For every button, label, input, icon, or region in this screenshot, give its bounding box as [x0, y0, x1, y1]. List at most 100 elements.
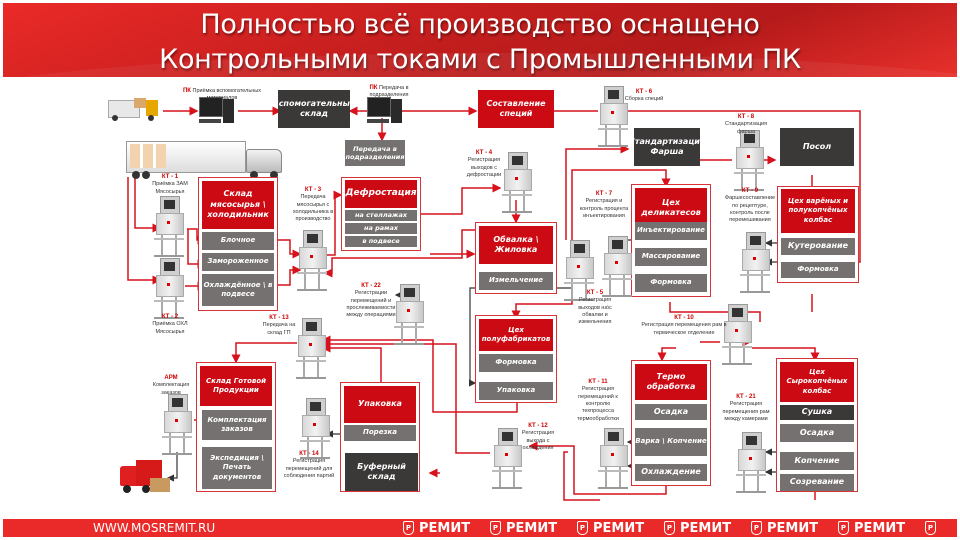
brand-text: РЕМИТ — [593, 520, 645, 536]
kt22-terminal-icon[interactable] — [392, 284, 426, 346]
defrost-box[interactable]: Дефростация — [345, 180, 417, 208]
kt5-terminal-icon[interactable] — [562, 240, 596, 302]
line-deboning-kt3 — [323, 229, 478, 278]
forming-delicacies-box[interactable]: Формовка — [635, 274, 707, 292]
kt9-text: Фаршесоставление по рецептуре, контроль … — [724, 195, 776, 224]
kt13-text: Передача на склад ГП — [262, 322, 296, 336]
chilled-box[interactable]: Охлаждённое \ в подвесе — [202, 274, 274, 306]
kt11-text: Регистрация перемещений к контролю техпр… — [577, 386, 619, 422]
finished-goods-box[interactable]: Склад Готовой Продукции — [200, 366, 272, 406]
pk2-label: ПК Передача в подразделения — [358, 84, 420, 100]
kt7-terminal-icon[interactable] — [600, 236, 634, 298]
line-cooling-kt12 — [528, 441, 667, 495]
delicacies-box[interactable]: Цех деликатесов — [635, 188, 707, 228]
header-banner: Полностью всё производство оснащено Конт… — [3, 3, 957, 77]
on-frames-box[interactable]: на рамах — [345, 223, 417, 234]
kt11-tag: КТ - 11 — [588, 379, 608, 385]
kt1-text: Приёмка ЗАМ Мясосырья — [152, 181, 188, 195]
settling-thermo-box[interactable]: Осадка — [635, 404, 707, 420]
kt14-tag: КТ - 14 — [299, 451, 319, 457]
kt6-tag: КТ - 6 — [635, 89, 653, 95]
raw-smoked-shop-box[interactable]: Цех Сырокопчёных колбас — [780, 362, 854, 402]
kt14-terminal-icon[interactable] — [298, 398, 332, 460]
drying-box[interactable]: Сушка — [780, 405, 854, 420]
kt13-terminal-icon[interactable] — [294, 318, 328, 380]
standardization-box[interactable]: Стандартизация Фарша — [629, 128, 705, 166]
kt6-terminal-icon[interactable] — [596, 86, 630, 148]
kt3-text: Передача мясосырья с холодильника в прои… — [292, 194, 334, 223]
thermo-box[interactable]: Термо обработка — [635, 364, 707, 400]
shield-icon: Р — [577, 521, 588, 535]
semi-products-box[interactable]: Цех полуфабрикатов — [479, 319, 553, 351]
dispatch-box[interactable]: Экспедиция \ Печать документов — [202, 447, 272, 489]
transfer-units-box[interactable]: Передача в подразделения — [345, 140, 405, 166]
kt21-terminal-icon[interactable] — [734, 432, 768, 494]
on-racks-box[interactable]: на стеллажах — [345, 210, 417, 221]
deboning-box[interactable]: Обвалка \ Жиловка — [479, 226, 553, 264]
kt12-tag: КТ - 12 — [528, 423, 548, 429]
line-kt12-kt13 — [321, 339, 490, 454]
kt9-terminal-icon[interactable] — [738, 232, 772, 294]
kt10-terminal-icon[interactable] — [720, 304, 754, 366]
pk1-tag: ПК — [182, 88, 191, 94]
brand-text: РЕМИТ — [854, 520, 906, 536]
slicing-box[interactable]: Порезка — [344, 425, 416, 441]
arm-terminal-icon[interactable] — [160, 394, 194, 456]
kt12-terminal-icon[interactable] — [490, 428, 524, 490]
aux-warehouse-box[interactable]: Вспомогательный склад — [273, 90, 355, 128]
kt21-tag: КТ - 21 — [736, 394, 756, 400]
kt1-terminal-icon[interactable] — [152, 196, 186, 258]
line-kt5-del — [571, 169, 671, 240]
cooking-smoking-box[interactable]: Варка \ Копчение — [635, 428, 707, 456]
order-picking-box[interactable]: Комплектация заказов — [202, 410, 272, 440]
meat-warehouse-box[interactable]: Склад мясосырья \ холодильник — [202, 181, 274, 229]
kt3-tag: КТ - 3 — [304, 187, 322, 193]
cooling-box[interactable]: Охлаждение — [635, 464, 707, 481]
pk1-text: Приёмка вспомогательных материалов — [192, 88, 262, 102]
block-box[interactable]: Блочное — [202, 232, 274, 250]
kt3-terminal-icon[interactable] — [295, 230, 329, 292]
shield-icon: Р — [403, 521, 414, 535]
kt2-terminal-icon[interactable] — [152, 258, 186, 320]
hanging-box[interactable]: в подвесе — [345, 236, 417, 247]
forming-semi-box[interactable]: Формовка — [479, 354, 553, 372]
red-delivery-truck-icon — [120, 460, 172, 494]
massaging-box[interactable]: Массирование — [635, 248, 707, 266]
website-link[interactable]: WWW.MOSREMIT.RU — [93, 521, 216, 535]
arm-text: Комплектация заказов — [152, 382, 190, 396]
kt13-tag: КТ - 13 — [269, 315, 289, 321]
kt7-tag: КТ - 7 — [595, 191, 613, 197]
cutting-box[interactable]: Кутерование — [781, 238, 855, 255]
kt8-terminal-icon[interactable] — [732, 130, 766, 192]
pk1-computer-icon — [199, 97, 235, 125]
ripening-box[interactable]: Созревание — [780, 474, 854, 491]
kt6-text: Сборка специй — [624, 96, 664, 103]
grinding-box[interactable]: Измельчение — [479, 272, 553, 290]
kt11-terminal-icon[interactable] — [596, 428, 630, 490]
kt4-terminal-icon[interactable] — [500, 152, 534, 214]
packing-box[interactable]: Упаковка — [344, 386, 416, 423]
settling-raw-box[interactable]: Осадка — [780, 424, 854, 442]
injection-box[interactable]: Инъектирование — [635, 222, 707, 240]
line-kt10-raw — [752, 347, 820, 362]
spice-composition-box[interactable]: Составление специй — [478, 90, 554, 128]
frozen-box[interactable]: Замороженное — [202, 253, 274, 271]
brine-box[interactable]: Посол — [780, 128, 854, 166]
kt4-text: Регистрация выходов с дефростации — [466, 157, 502, 178]
forming-boiled-box[interactable]: Формовка — [781, 262, 855, 278]
refrigerated-truck-icon — [126, 141, 292, 181]
line-defrost-kt4 — [420, 183, 502, 215]
packing-semi-box[interactable]: Упаковка — [479, 382, 553, 400]
smoking-box[interactable]: Копчение — [780, 452, 854, 470]
kt10-text: Регистрация перемещения рам в термическо… — [641, 322, 727, 336]
line-kt12-buffer — [563, 451, 600, 501]
kt7-text: Регистрация и контроль процента инъектир… — [579, 198, 629, 219]
boiled-shop-box[interactable]: Цех варёных и полукопчёных колбас — [781, 189, 855, 233]
buffer-warehouse-box[interactable]: Буферный склад — [345, 453, 418, 491]
